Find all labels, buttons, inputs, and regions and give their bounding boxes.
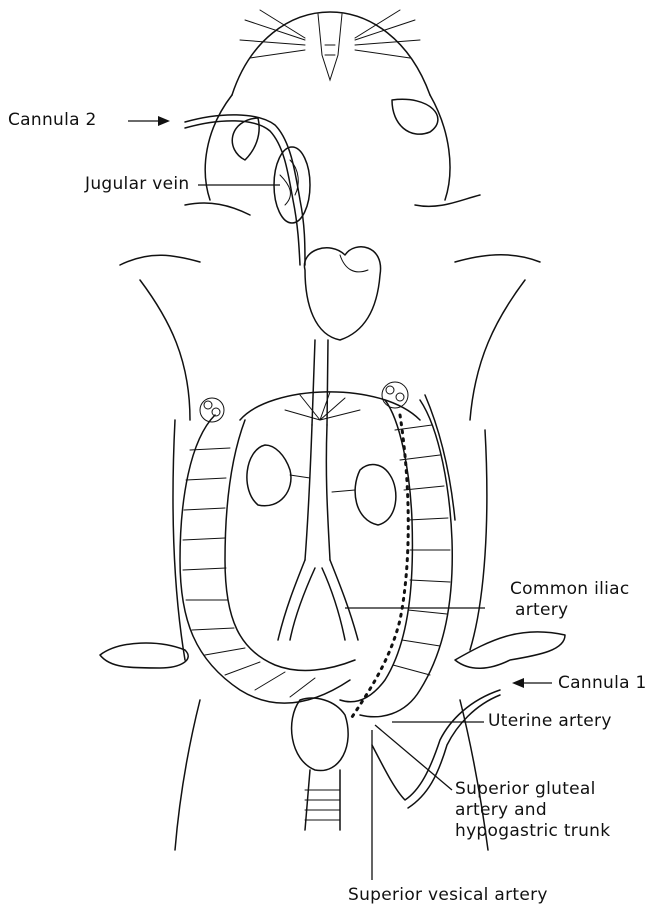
label-superior-vesical-artery: Superior vesical artery [348,886,548,906]
cannula-1-arrow [512,678,524,688]
leader-lines [128,116,552,880]
label-common-iliac-artery: artery [515,601,568,621]
cannula-2-arrow [158,116,170,126]
label-cannula-2: Cannula 2 [8,111,97,131]
body-outline [120,195,540,850]
aorta [305,340,330,560]
cervix-bladder [292,698,349,830]
fat-pads [100,632,565,668]
label-uterine-artery: Uterine artery [488,712,612,732]
label-superior-gluteal-2: artery and [455,801,547,821]
right-uterine-horn [340,382,455,720]
heart [304,247,380,340]
ears [232,99,438,160]
label-cannula-1: Cannula 1 [558,674,647,694]
jugular-region [185,115,310,265]
label-superior-gluteal-3: hypogastric trunk [455,822,610,842]
whiskers [240,10,420,58]
label-common-iliac: Common iliac [510,580,630,600]
label-superior-gluteal-1: Superior gluteal [455,780,596,800]
iliac-arteries [278,560,358,640]
label-jugular-vein: Jugular vein [85,175,190,195]
kidneys [247,445,396,525]
left-uterine-horn [180,398,355,703]
